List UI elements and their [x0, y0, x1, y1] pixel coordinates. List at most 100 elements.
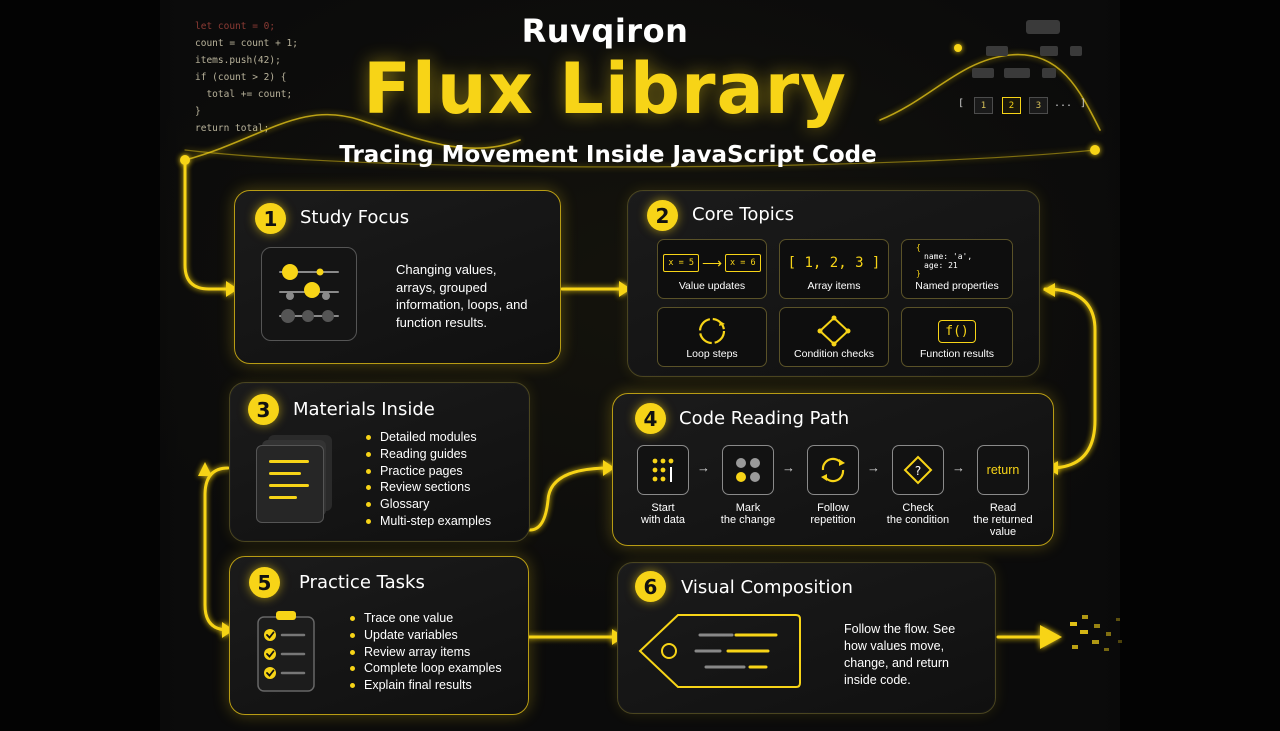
pager-item-active[interactable]: 2 — [1002, 97, 1021, 114]
step-read-returned-value[interactable]: return — [977, 445, 1029, 495]
object-property: age: 21 — [924, 261, 958, 270]
connector-header-to-study-focus — [183, 158, 234, 291]
data-dots-icon — [652, 458, 674, 482]
list-item: Update variables — [350, 627, 502, 644]
arrow-right-icon: ⟶ — [701, 254, 723, 271]
code-snippet: let count = 0; count = count + 1; items.pu… — [195, 18, 298, 137]
list-item: Trace one value — [350, 610, 502, 627]
node-dot — [180, 155, 190, 165]
code-line: count = count + 1; — [195, 38, 298, 49]
top-wave-line — [879, 53, 1101, 131]
core-topics-card: 2 Core Topics x = 5 ⟶ x = 6 Value update… — [627, 190, 1040, 377]
list-item: Review array items — [350, 644, 502, 661]
document-stack-icon — [256, 435, 336, 523]
step-number-badge: 6 — [635, 571, 666, 602]
list-item: Glossary — [366, 496, 491, 513]
object-brace-close: } — [916, 269, 921, 278]
step-caption-line: the condition — [886, 514, 950, 526]
topic-tile-condition-checks[interactable]: Condition checks — [779, 307, 889, 367]
particle-burst — [1070, 615, 1122, 651]
page-subtitle: Tracing Movement Inside JavaScript Code — [339, 142, 877, 168]
tile-label: Named properties — [915, 280, 999, 292]
function-icon: f() — [902, 316, 1012, 346]
step-caption-line: Follow — [817, 502, 849, 514]
visual-composition-description: Follow the flow. See how values move, ch… — [844, 622, 956, 687]
arrowhead — [226, 281, 238, 297]
object-brace-open: { — [916, 243, 921, 252]
pager-item[interactable]: 3 — [1029, 97, 1048, 114]
list-item: Complete loop examples — [350, 660, 502, 677]
step-check-the-condition[interactable]: ? — [892, 445, 944, 495]
page-title: Flux Library — [363, 48, 847, 130]
value-before: x = 5 — [663, 254, 699, 272]
study-focus-description: Changing values, arrays, grouped informa… — [396, 262, 528, 330]
step-caption-line: Read — [989, 502, 1017, 514]
array-icon: [ 1, 2, 3 ] — [780, 248, 888, 278]
svg-text:?: ? — [915, 464, 921, 478]
topic-tile-function-results[interactable]: f() Function results — [901, 307, 1013, 367]
visual-composition-card: 6 Visual Composition Follow the flow. Se… — [617, 562, 996, 714]
practice-tasks-card: 5 Practice Tasks Trace one value Update … — [229, 556, 529, 715]
pager-bracket-left: [ — [958, 98, 965, 109]
array-literal: [ 1, 2, 3 ] — [787, 255, 881, 271]
topic-tile-loop-steps[interactable]: Loop steps — [657, 307, 767, 367]
tile-label: Array items — [807, 280, 861, 292]
code-line: if (count > 2) { — [195, 72, 287, 83]
node-dot — [954, 44, 962, 52]
pager-bracket-right: ] — [1080, 98, 1087, 109]
arrowhead — [1040, 625, 1062, 649]
arrow-right-icon: → — [697, 460, 710, 475]
list-item: Multi-step examples — [366, 513, 491, 530]
step-start-with-data[interactable] — [637, 445, 689, 495]
top-wave-line — [184, 149, 1096, 168]
branch-icon — [780, 315, 888, 347]
arrowhead — [198, 462, 212, 476]
step-caption-line: value — [989, 526, 1017, 538]
flow-tag-icon — [636, 611, 802, 691]
step-caption-line: the returned — [973, 514, 1033, 526]
value-update-icon: x = 5 ⟶ x = 6 — [658, 248, 766, 278]
practice-tasks-list: Trace one value Update variables Review … — [350, 610, 502, 694]
code-line: return total; — [195, 123, 270, 134]
step-caption-line: with data — [640, 514, 686, 526]
step-caption-line: Mark — [735, 502, 761, 514]
right-margin-band — [1120, 0, 1280, 731]
list-item: Explain final results — [350, 677, 502, 694]
card-title: Study Focus — [300, 207, 410, 228]
topic-tile-value-updates[interactable]: x = 5 ⟶ x = 6 Value updates — [657, 239, 767, 299]
topic-tile-array-items[interactable]: [ 1, 2, 3 ] Array items — [779, 239, 889, 299]
return-keyword: return — [986, 463, 1020, 477]
step-follow-repetition[interactable] — [807, 445, 859, 495]
loop-icon — [658, 316, 766, 346]
list-item: Reading guides — [366, 446, 491, 463]
step-caption-line: the change — [720, 514, 776, 526]
card-title: Core Topics — [692, 204, 795, 225]
arrowhead — [619, 281, 631, 297]
topic-tile-named-properties[interactable]: { name: 'a', age: 21 } Named properties — [901, 239, 1013, 299]
step-number-badge: 5 — [249, 567, 280, 598]
arrow-right-icon: → — [952, 460, 965, 475]
pager-item[interactable]: 1 — [974, 97, 993, 114]
list-item: Detailed modules — [366, 429, 491, 446]
list-item: Practice pages — [366, 463, 491, 480]
step-number-badge: 3 — [248, 394, 279, 425]
connector-reading-path-to-materials — [528, 466, 612, 532]
code-line: items.push(42); — [195, 55, 281, 66]
function-call-text: f() — [938, 319, 976, 343]
repeat-icon — [821, 457, 845, 483]
question-diamond-icon: ? — [903, 455, 933, 485]
code-line: let count = 0; — [195, 21, 276, 32]
value-after: x = 6 — [725, 254, 761, 272]
card-title: Visual Composition — [681, 577, 853, 598]
arrowhead — [603, 460, 615, 476]
step-number-badge: 4 — [635, 403, 666, 434]
arrow-right-icon: → — [867, 460, 880, 475]
arrowhead — [222, 622, 234, 638]
top-wave-line — [184, 113, 521, 161]
step-mark-the-change[interactable] — [722, 445, 774, 495]
